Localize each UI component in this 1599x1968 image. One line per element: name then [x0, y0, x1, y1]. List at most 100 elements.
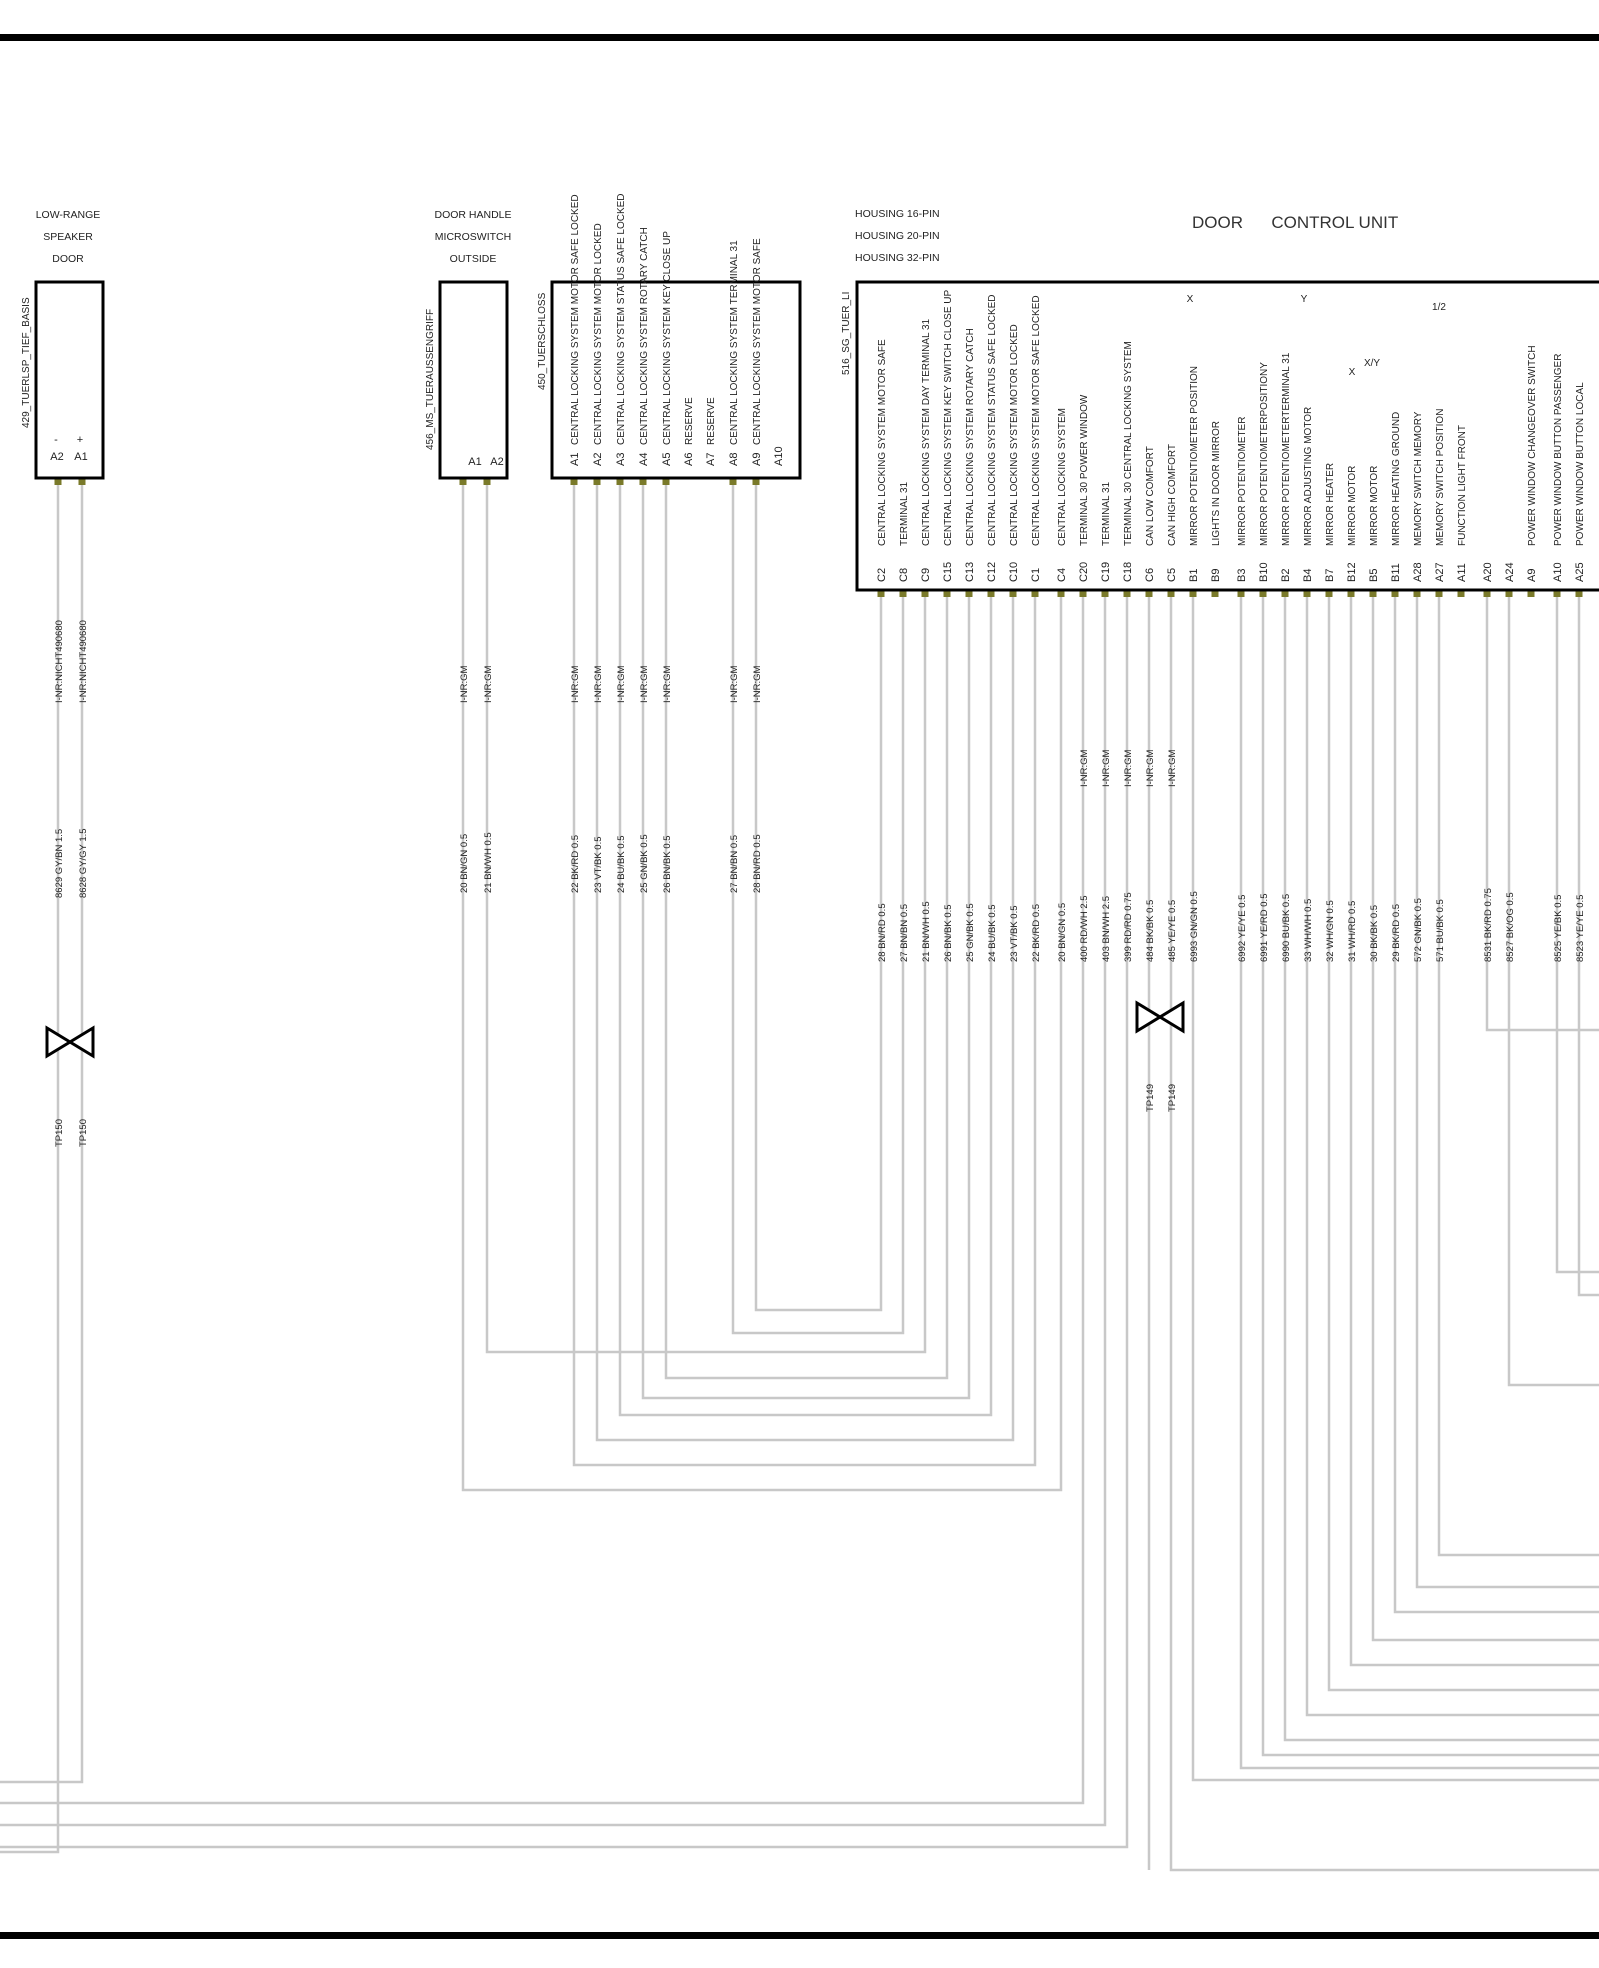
control-unit-pin-function: MIRROR MOTOR [1347, 466, 1358, 546]
lock-pin-function: CENTRAL LOCKING SYSTEM MOTOR LOCKED [593, 223, 604, 445]
control-unit-wire-code: 28 BN/RD 0.5 [877, 903, 888, 962]
lock-pin-label: A9 [751, 453, 763, 466]
lock-pin-label: A10 [773, 446, 785, 466]
lock-or-handle-terminal [616, 478, 624, 485]
side-to-control-unit-wire [572, 485, 1037, 1467]
lock-id: 450_TUERSCHLOSS [537, 292, 548, 390]
housing-20: HOUSING 20-PIN [855, 230, 940, 242]
side-to-control-unit-wire [461, 485, 1063, 1492]
control-unit-pin-label: C19 [1100, 562, 1112, 582]
control-unit-terminal [1259, 590, 1267, 597]
control-unit-terminal [1123, 590, 1131, 597]
lock-or-handle-terminal [729, 478, 737, 485]
side-to-control-unit-wire [664, 485, 949, 1380]
lock-pin-function: CENTRAL LOCKING SYSTEM MOTOR SAFE LOCKED [570, 194, 581, 445]
lock-pin-function: CENTRAL LOCKING SYSTEM STATUS SAFE LOCKE… [616, 193, 627, 445]
handle-title-2: MICROSWITCH [435, 231, 511, 243]
control-unit-pin-label: C15 [942, 562, 954, 582]
top-frame-bar [0, 34, 1599, 41]
control-unit-pin-label: C2 [876, 568, 888, 582]
speaker-wire-inr: I-NR:NICHT490680 [54, 620, 65, 703]
lock-pin-label: A8 [728, 453, 740, 466]
lock-or-handle-terminal [570, 478, 578, 485]
control-unit-pin-function: MIRROR POTENTIOMETER POSITION [1189, 366, 1200, 546]
control-unit-terminal [1145, 590, 1153, 597]
control-unit-terminal [1527, 590, 1535, 597]
control-unit-pin-function: CENTRAL LOCKING SYSTEM DAY TERMINAL 31 [921, 318, 932, 546]
control-unit-terminal [899, 590, 907, 597]
control-unit-pin-label: B12 [1346, 562, 1358, 582]
control-unit-pin-function: CENTRAL LOCKING SYSTEM MOTOR SAFE [877, 339, 888, 546]
control-unit-pin-label: A28 [1412, 562, 1424, 582]
side-wire-code: 22 BK/RD 0.5 [570, 835, 581, 893]
lock-pin-function: CENTRAL LOCKING SYSTEM TERMINAL 31 [729, 240, 740, 445]
control-unit-terminal [1303, 590, 1311, 597]
control-unit-wire-code: 571 BU/BK 0.5 [1435, 899, 1446, 962]
control-unit-wire-code: 25 GN/BK 0.5 [965, 903, 976, 962]
speaker-wire-code: 8628 GY/GY 1.5 [78, 828, 89, 898]
handle-connector: DOOR HANDLE MICROSWITCH OUTSIDE 456_MS_T… [425, 209, 512, 480]
housing-32: HOUSING 32-PIN [855, 252, 940, 264]
control-unit-terminal [1347, 590, 1355, 597]
side-wire-code: 23 VT/BK 0.5 [593, 836, 604, 893]
handle-id: 456_MS_TUERAUSSENGRIFF [425, 309, 436, 450]
control-unit-box [855, 280, 1599, 592]
control-unit-wire-code: 572 GN/BK 0.5 [1413, 898, 1424, 962]
control-unit-right-wire [1415, 597, 1599, 1589]
control-unit-terminal [1369, 590, 1377, 597]
side-wire-inr: I-NR:GM [752, 665, 763, 703]
side-wire-inr: I-NR:GM [729, 665, 740, 703]
control-unit-terminal [943, 590, 951, 597]
control-unit-pin-label: C8 [898, 568, 910, 582]
control-unit-pin-label: A24 [1504, 562, 1516, 582]
control-unit-terminal [1057, 590, 1065, 597]
control-unit-terminal [1167, 590, 1175, 597]
control-unit-wire-code: 33 WH/WH 0.5 [1303, 899, 1314, 962]
control-unit-right-wire [1393, 597, 1599, 1614]
control-unit-terminal [1391, 590, 1399, 597]
side-wire-inr: I-NR:GM [639, 665, 650, 703]
lock-pin-function: CENTRAL LOCKING SYSTEM ROTARY CATCH [639, 227, 650, 445]
control-unit-pin-label: A10 [1552, 562, 1564, 582]
control-unit-terminal [1079, 590, 1087, 597]
control-unit-pin-function: POWER WINDOW BUTTON PASSENGER [1553, 354, 1564, 546]
side-wire-code: 26 BN/BK 0.5 [662, 835, 673, 893]
control-unit-terminal [1575, 590, 1583, 597]
side-wire-code: 20 BN/GN 0.5 [459, 834, 470, 893]
control-unit-wire-code: 400 RD/WH 2.5 [1079, 895, 1090, 962]
speaker-id: 429_TUERLSP_TIEF_BASIS [21, 297, 32, 428]
lock-pin-label: A1 [569, 453, 581, 466]
control-unit-wire-inr: I-NR:GM [1145, 749, 1156, 787]
speaker-title-2: SPEAKER [43, 231, 93, 243]
control-unit-pin-function: MEMORY SWITCH MEMORY [1413, 411, 1424, 546]
control-unit-wire-code: 8531 BK/RD 0.75 [1483, 888, 1494, 962]
control-unit-wire-code: 20 BN/GN 0.5 [1057, 903, 1068, 962]
control-unit-pin-label: A11 [1456, 563, 1468, 582]
control-unit-right-wire [1371, 597, 1599, 1642]
control-unit-right-wire [1437, 597, 1599, 1557]
control-unit-terminal [987, 590, 995, 597]
control-unit-pin-function: CENTRAL LOCKING SYSTEM MOTOR LOCKED [1009, 324, 1020, 546]
control-unit-terminal [1457, 590, 1465, 597]
handle-title-1: DOOR HANDLE [434, 209, 511, 221]
speaker-wire-tp: TP150 [78, 1119, 89, 1147]
control-unit-wire-code: 403 BN/WH 2.5 [1101, 896, 1112, 962]
side-to-control-unit-wire [485, 485, 927, 1354]
control-unit-terminal [1237, 590, 1245, 597]
lock-pin-label: A2 [592, 453, 604, 466]
control-unit-terminal [1325, 590, 1333, 597]
speaker-pin-a2: A2 [50, 451, 63, 463]
control-unit-pin-function: CENTRAL LOCKING SYSTEM MOTOR SAFE LOCKED [1031, 295, 1042, 546]
control-unit-pin-label: B2 [1280, 569, 1292, 582]
lock-box [550, 280, 802, 480]
marker-y: Y [1301, 294, 1308, 305]
handle-title-3: OUTSIDE [450, 253, 497, 265]
control-unit-pin-label: B1 [1188, 569, 1200, 582]
speaker-box [34, 280, 105, 480]
side-to-control-unit-wire [641, 485, 971, 1400]
control-unit-pin-function: FUNCTION LIGHT FRONT [1457, 425, 1468, 546]
control-unit-right-wire [1305, 597, 1599, 1717]
lock-pin-label: A5 [661, 453, 673, 466]
control-unit-pin-label: C12 [986, 562, 998, 582]
control-unit-wire-code: 32 WH/GN 0.5 [1325, 900, 1336, 962]
